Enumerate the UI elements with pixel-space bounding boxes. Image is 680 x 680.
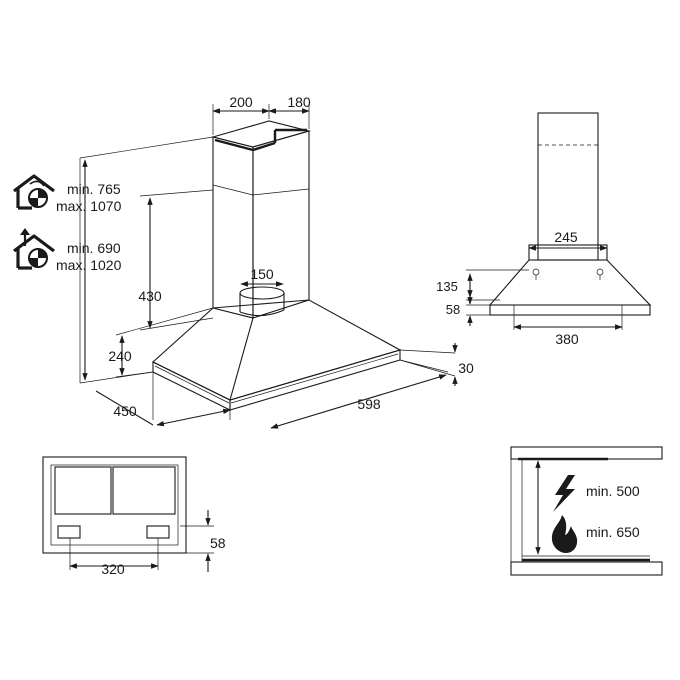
dim-height-240: 240: [108, 348, 132, 364]
dim-side-135: 135: [436, 279, 458, 294]
main-isometric-view: 200 180 430 240 150 450 598 30: [13, 94, 474, 429]
gas-hob-label: min. 650: [586, 524, 640, 540]
outlet-collar: [239, 286, 285, 317]
dim-chimney-side: 180: [287, 94, 311, 110]
electric-hob-label: min. 500: [586, 483, 640, 499]
dim-depth-450: 450: [113, 403, 137, 419]
dim-bottom-58: 58: [210, 535, 226, 551]
extraction-house-icon: [13, 228, 55, 270]
side-view: 245 135 58 380: [436, 112, 652, 347]
extension-lines: [79, 104, 456, 420]
extract-min-label: min. 690: [67, 240, 121, 256]
lightning-icon: [553, 475, 575, 512]
dim-width-598: 598: [357, 396, 381, 412]
flame-icon: [551, 515, 578, 553]
dim-side-top-245: 245: [554, 229, 578, 245]
bottom-view: 320 58: [42, 456, 226, 577]
dim-side-bottom-380: 380: [555, 331, 579, 347]
recirc-min-label: min. 765: [67, 181, 121, 197]
extract-max-label: max. 1020: [56, 257, 122, 273]
recirculation-house-icon: [13, 174, 55, 210]
dim-side-58: 58: [446, 302, 460, 317]
hob-clearance-view: min. 500 min. 650: [510, 446, 663, 576]
chimney: [210, 120, 312, 319]
dim-chimney-front: 200: [229, 94, 253, 110]
recirc-max-label: max. 1070: [56, 198, 122, 214]
dim-outlet-150: 150: [250, 266, 274, 282]
dim-edge-30: 30: [458, 360, 474, 376]
canopy: [152, 299, 402, 411]
dim-height-430: 430: [138, 288, 162, 304]
dim-bottom-320: 320: [101, 561, 125, 577]
